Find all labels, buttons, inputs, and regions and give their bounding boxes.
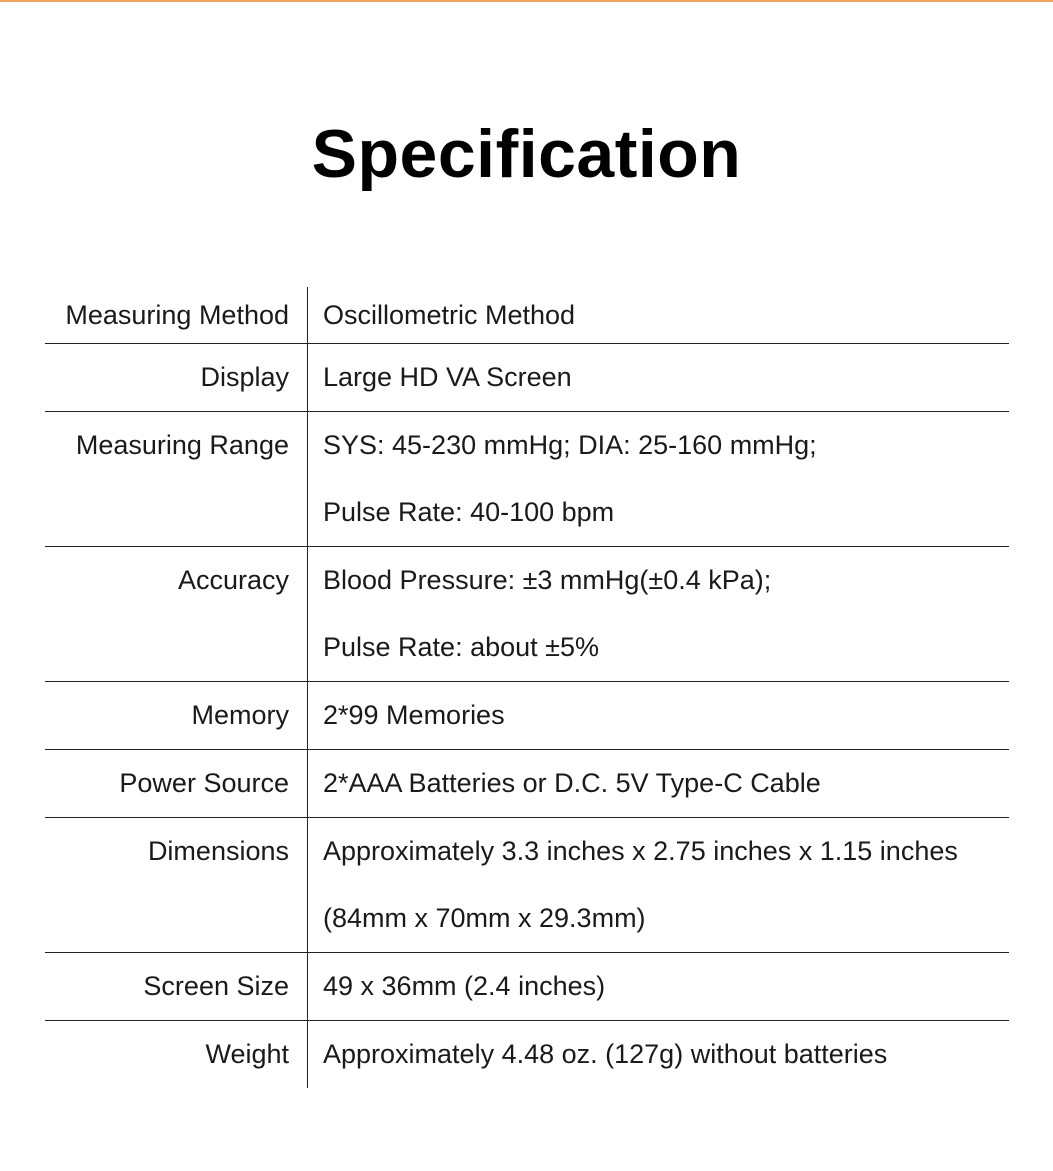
spec-row-power-source: Power Source 2*AAA Batteries or D.C. 5V … xyxy=(45,750,1009,818)
spec-row-measuring-range: Measuring Range SYS: 45-230 mmHg; DIA: 2… xyxy=(45,412,1009,547)
spec-values: Approximately 3.3 inches x 2.75 inches x… xyxy=(308,818,1009,952)
spec-values: Blood Pressure: ±3 mmHg(±0.4 kPa); Pulse… xyxy=(308,547,1009,681)
spec-row-display: Display Large HD VA Screen xyxy=(45,344,1009,412)
spec-row-accuracy: Accuracy Blood Pressure: ±3 mmHg(±0.4 kP… xyxy=(45,547,1009,682)
spec-values: 49 x 36mm (2.4 inches) xyxy=(308,953,1009,1020)
spec-values: 2*AAA Batteries or D.C. 5V Type-C Cable xyxy=(308,750,1009,817)
spec-value: 2*AAA Batteries or D.C. 5V Type-C Cable xyxy=(323,768,821,798)
spec-label: Dimensions xyxy=(45,818,308,952)
spec-value: Blood Pressure: ±3 mmHg(±0.4 kPa); xyxy=(323,565,772,595)
spec-label: Screen Size xyxy=(45,953,308,1020)
spec-label: Measuring Range xyxy=(45,412,308,546)
spec-label: Accuracy xyxy=(45,547,308,681)
spec-row-screen-size: Screen Size 49 x 36mm (2.4 inches) xyxy=(45,953,1009,1021)
spec-row-memory: Memory 2*99 Memories xyxy=(45,682,1009,750)
spec-label: Display xyxy=(45,344,308,411)
spec-value: Oscillometric Method xyxy=(323,300,576,330)
spec-value: 49 x 36mm (2.4 inches) xyxy=(323,971,606,1001)
spec-row-dimensions: Dimensions Approximately 3.3 inches x 2.… xyxy=(45,818,1009,953)
spec-row-measuring-method: Measuring Method Oscillometric Method xyxy=(45,287,1009,344)
spec-value: Approximately 4.48 oz. (127g) without ba… xyxy=(323,1039,888,1069)
spec-values: 2*99 Memories xyxy=(308,682,1009,749)
spec-values: Large HD VA Screen xyxy=(308,344,1009,411)
spec-value: Pulse Rate: about ±5% xyxy=(323,632,599,662)
spec-values: Oscillometric Method xyxy=(308,287,1009,343)
spec-value: 2*99 Memories xyxy=(323,700,505,730)
spec-value: SYS: 45-230 mmHg; DIA: 25-160 mmHg; xyxy=(323,430,817,460)
spec-label: Memory xyxy=(45,682,308,749)
spec-values: Approximately 4.48 oz. (127g) without ba… xyxy=(308,1021,1009,1088)
spec-value: (84mm x 70mm x 29.3mm) xyxy=(323,903,646,933)
spec-table: Measuring Method Oscillometric Method Di… xyxy=(45,287,1009,1088)
spec-value: Approximately 3.3 inches x 2.75 inches x… xyxy=(323,836,958,866)
spec-value: Large HD VA Screen xyxy=(323,362,572,392)
spec-row-weight: Weight Approximately 4.48 oz. (127g) wit… xyxy=(45,1021,1009,1088)
spec-label: Power Source xyxy=(45,750,308,817)
spec-value: Pulse Rate: 40-100 bpm xyxy=(323,497,615,527)
spec-label: Measuring Method xyxy=(45,287,308,343)
spec-values: SYS: 45-230 mmHg; DIA: 25-160 mmHg; Puls… xyxy=(308,412,1009,546)
top-accent-bar xyxy=(0,0,1053,2)
page-title: Specification xyxy=(311,116,742,192)
spec-label: Weight xyxy=(45,1021,308,1088)
